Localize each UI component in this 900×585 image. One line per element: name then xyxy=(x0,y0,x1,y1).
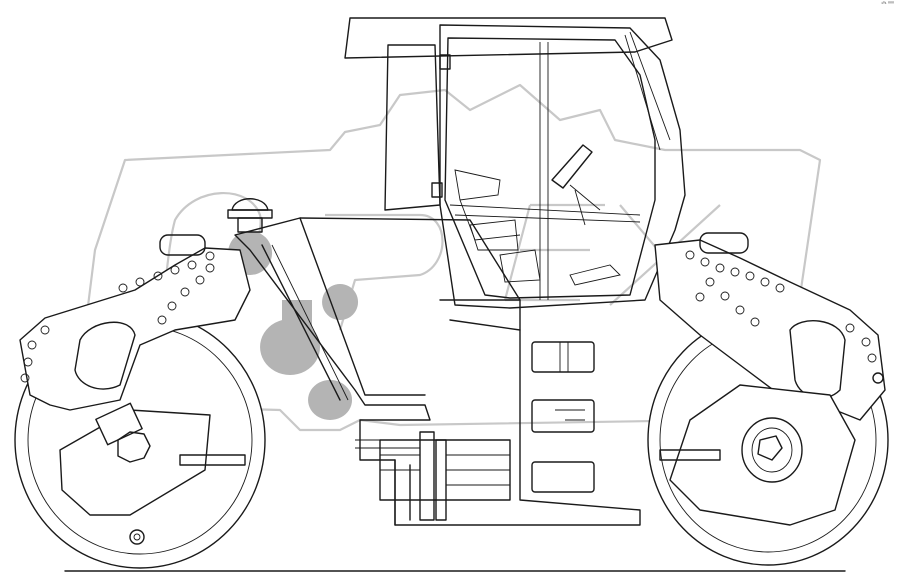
watermark-letter-p xyxy=(325,213,444,331)
watermark-figure-dots xyxy=(228,231,359,420)
rear-drum-bearing xyxy=(741,417,803,483)
watermark-gear-outline xyxy=(78,83,822,432)
operator-seat xyxy=(454,169,521,241)
rear-lift-handle xyxy=(699,232,749,254)
front-drum-assembly xyxy=(14,234,266,569)
steering-wheel xyxy=(551,144,593,189)
rear-frame-bolts xyxy=(685,250,877,363)
access-panel-top xyxy=(531,341,595,373)
cab-frame-outer xyxy=(439,24,686,309)
exhaust-cap xyxy=(227,198,273,233)
front-frame-bolts xyxy=(20,251,215,383)
access-panel-bottom xyxy=(531,461,595,493)
front-lift-handle xyxy=(159,234,206,256)
front-drum-frame-cutout xyxy=(74,321,136,390)
rear-drum-assembly xyxy=(647,232,889,566)
cab-frame-inner xyxy=(444,37,656,299)
watermark-letter-e xyxy=(503,203,605,302)
access-panel-middle xyxy=(531,399,595,433)
drawing-reference-code: ¹⁰¹ ⁰⁰⁰ xyxy=(881,1,894,7)
front-drum-frame xyxy=(19,247,251,411)
rear-drum-hub-plate xyxy=(669,384,856,526)
rear-drum-frame-cutout xyxy=(789,320,846,399)
hydraulic-block xyxy=(355,431,511,521)
main-frame xyxy=(234,217,641,526)
side-panels xyxy=(531,341,595,493)
operator-cab xyxy=(344,17,686,309)
front-drum-bearing xyxy=(117,431,151,463)
cab-roof xyxy=(344,17,673,59)
front-drum-hub-plate xyxy=(59,409,211,516)
